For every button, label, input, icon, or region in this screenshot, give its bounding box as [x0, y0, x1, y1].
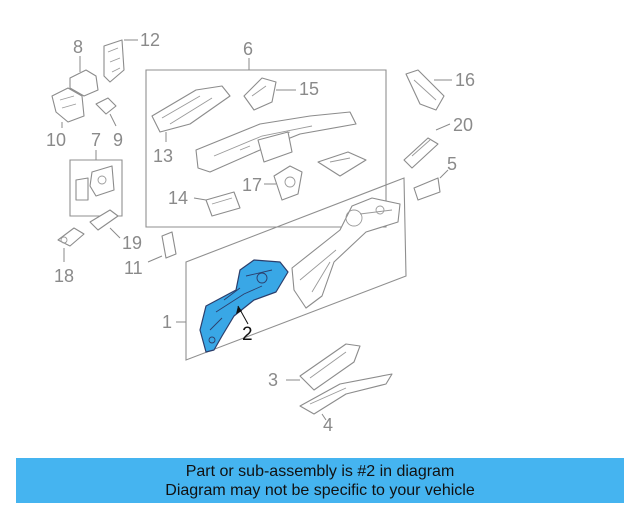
- callout-5: 5: [447, 154, 457, 174]
- callout-15: 15: [299, 79, 319, 99]
- part-20-bracket: [403, 123, 451, 169]
- group-6-main-member: [195, 111, 357, 173]
- callout-19: 19: [122, 233, 142, 253]
- parts-diagram: 12 8 10 9 7 19 18 11: [46, 30, 475, 435]
- part-3-rail: [286, 343, 361, 391]
- part-12-bracket: [103, 39, 138, 83]
- callout-17: 17: [242, 175, 262, 195]
- group-6-small-bracket: [317, 151, 367, 177]
- callout-7: 7: [91, 130, 101, 150]
- part-19-bracket: [89, 209, 121, 239]
- banner-line-1: Part or sub-assembly is #2 in diagram: [185, 462, 455, 480]
- info-banner: Part or sub-assembly is #2 in diagram Di…: [16, 458, 624, 503]
- callout-3: 3: [268, 370, 278, 390]
- callout-11: 11: [124, 258, 143, 278]
- part-10-bracket: [51, 87, 85, 128]
- callout-4: 4: [323, 415, 333, 435]
- part-8-clip: [69, 56, 99, 97]
- part-14-bracket: [193, 191, 241, 217]
- callout-13: 13: [153, 146, 173, 166]
- callout-1: 1: [162, 312, 172, 332]
- group-1-rear-rail: [291, 197, 401, 309]
- callout-14: 14: [168, 188, 188, 208]
- callout-12: 12: [140, 30, 160, 50]
- part-7-bracket: 7: [75, 130, 115, 201]
- group-box-6: [145, 69, 387, 228]
- part-15-bracket: [243, 77, 296, 111]
- part-17-bracket: [264, 165, 303, 201]
- group-box-1: [185, 177, 407, 361]
- part-5-bracket: [413, 169, 449, 201]
- callout-20: 20: [453, 115, 473, 135]
- callout-2: 2: [242, 324, 253, 345]
- part-13-rail: [151, 85, 231, 142]
- callout-16: 16: [455, 70, 475, 90]
- part-9-clip: [95, 97, 117, 127]
- banner-line-2: Diagram may not be specific to your vehi…: [165, 481, 475, 499]
- part-16-bracket: [405, 69, 452, 111]
- part-18-clip: [57, 227, 85, 262]
- callout-9: 9: [113, 130, 123, 150]
- part-11-bracket: [147, 231, 177, 263]
- callout-8: 8: [73, 37, 83, 57]
- callout-18: 18: [54, 266, 74, 286]
- group-box-7: [69, 159, 123, 217]
- part-4-rail: [299, 373, 393, 421]
- callout-6: 6: [243, 39, 253, 59]
- callout-10: 10: [46, 130, 66, 150]
- part-2-highlighted-member: [199, 259, 289, 353]
